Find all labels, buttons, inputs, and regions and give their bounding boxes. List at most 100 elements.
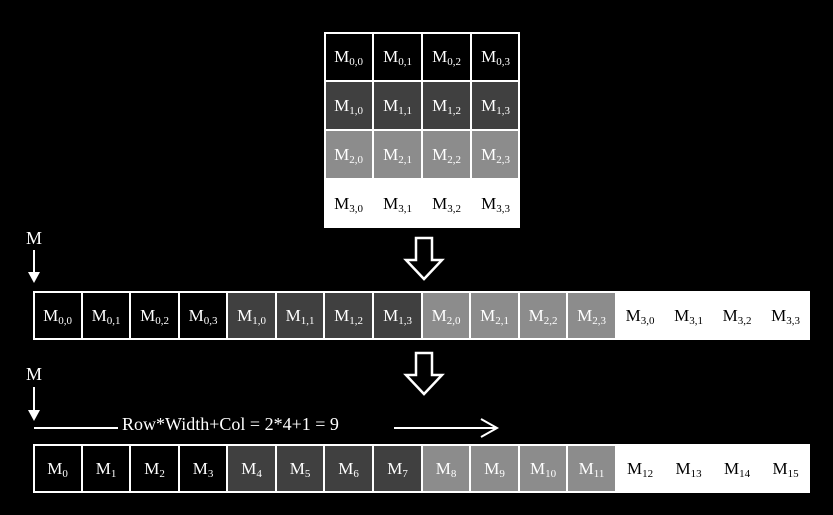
cell-divider (129, 444, 131, 493)
linear-cell-5: M5 (276, 444, 324, 493)
cell-divider (323, 444, 325, 493)
matrix-cell-1-1-label: M1,1 (383, 95, 412, 117)
cell-divider (226, 291, 228, 340)
row-major-cell-8-label: M2,0 (431, 305, 461, 327)
row-major-cell-6: M1,2 (324, 291, 373, 340)
matrix-cell-2-2-label: M2,2 (432, 144, 461, 166)
linear-cell-8: M8 (422, 444, 470, 493)
linear-cell-6: M6 (324, 444, 373, 493)
linear-cell-11-label: M11 (578, 458, 605, 480)
linear-cell-2: M2 (130, 444, 179, 493)
linear-cell-5-label: M5 (289, 458, 311, 480)
pointer-arrow-icon-1 (28, 250, 40, 283)
matrix-cell-3-2: M3,2 (422, 179, 471, 228)
matrix-cell-0-1: M0,1 (373, 32, 422, 81)
cell-divider (129, 291, 131, 340)
matrix-cell-1-3-label: M1,3 (481, 95, 510, 117)
cell-divider (518, 291, 520, 340)
row-major-cell-11-label: M2,3 (577, 305, 606, 327)
row-major-cell-5: M1,1 (276, 291, 324, 340)
matrix-cell-1-0: M1,0 (324, 81, 373, 130)
matrix-cell-2-0-label: M2,0 (334, 144, 363, 166)
linear-cell-12-label: M12 (626, 458, 654, 480)
row-major-cell-10: M2,2 (519, 291, 567, 340)
row-major-cell-4: M1,0 (227, 291, 276, 340)
linear-cell-0: M0 (33, 444, 82, 493)
cell-divider (178, 291, 180, 340)
matrix-cell-0-2-label: M0,2 (432, 46, 461, 68)
linear-cell-8-label: M8 (435, 458, 457, 480)
matrix-cell-0-1-label: M0,1 (383, 46, 412, 68)
row-major-cell-12-label: M3,0 (625, 305, 655, 327)
pointer-label-1: M (26, 228, 43, 248)
matrix-cell-2-3: M2,3 (471, 130, 520, 179)
row-major-cell-12: M3,0 (616, 291, 664, 340)
matrix-cell-1-3: M1,3 (471, 81, 520, 130)
matrix-cell-3-0-label: M3,0 (334, 193, 363, 215)
matrix-cell-0-2: M0,2 (422, 32, 471, 81)
row-major-cell-2-label: M0,2 (140, 305, 169, 327)
matrix-cell-3-3: M3,3 (471, 179, 520, 228)
row-major-cell-3-label: M0,3 (188, 305, 218, 327)
linear-cell-14-label: M14 (723, 458, 751, 480)
linear-cell-9-label: M9 (484, 458, 505, 480)
row-major-cell-7: M1,3 (373, 291, 422, 340)
grid-line-horizontal (324, 129, 520, 131)
cell-divider (566, 291, 568, 340)
linear-cell-3-label: M3 (192, 458, 214, 480)
grid-line-horizontal (324, 178, 520, 180)
row-major-cell-14: M3,2 (713, 291, 761, 340)
row-major-cell-9-label: M2,1 (480, 305, 509, 327)
row-major-cell-13: M3,1 (664, 291, 713, 340)
matrix-cell-2-3-label: M2,3 (481, 144, 510, 166)
linear-cell-0-label: M0 (47, 458, 68, 480)
matrix-cell-2-2: M2,2 (422, 130, 471, 179)
matrix-cell-0-0: M0,0 (324, 32, 373, 81)
grid-line-vertical (470, 32, 472, 228)
matrix-cell-1-2-label: M1,2 (432, 95, 461, 117)
matrix-cell-2-1-label: M2,1 (383, 144, 412, 166)
pointer-arrow-icon-2 (28, 387, 40, 421)
cell-divider (421, 444, 423, 493)
row-major-cell-1-label: M0,1 (91, 305, 121, 327)
matrix-cell-2-1: M2,1 (373, 130, 422, 179)
row-major-cell-4-label: M1,0 (237, 305, 266, 327)
linear-cell-7-label: M7 (387, 458, 408, 480)
cell-divider (323, 291, 325, 340)
cell-divider (469, 291, 471, 340)
linear-cell-10-label: M10 (529, 458, 557, 480)
row-major-cell-5-label: M1,1 (285, 305, 315, 327)
row-major-cell-0: M0,0 (33, 291, 82, 340)
row-major-cell-9: M2,1 (470, 291, 519, 340)
row-major-cell-15-label: M3,3 (771, 305, 800, 327)
matrix-cell-0-0-label: M0,0 (334, 46, 363, 68)
matrix-cell-3-2-label: M3,2 (432, 193, 461, 215)
cell-divider (81, 444, 83, 493)
linear-cell-6-label: M6 (338, 458, 359, 480)
row-major-cell-15: M3,3 (761, 291, 810, 340)
index-formula: Row*Width+Col = 2*4+1 = 9 (122, 414, 339, 434)
linear-cell-10: M10 (519, 444, 567, 493)
row-major-cell-0-label: M0,0 (43, 305, 72, 327)
linear-cell-4: M4 (227, 444, 276, 493)
cell-divider (81, 291, 83, 340)
matrix-cell-0-3: M0,3 (471, 32, 520, 81)
cell-divider (615, 444, 617, 493)
linear-cell-15-label: M15 (772, 458, 799, 480)
cell-divider (518, 444, 520, 493)
linear-cell-3: M3 (179, 444, 227, 493)
row-major-cell-6-label: M1,2 (334, 305, 363, 327)
row-major-cell-1: M0,1 (82, 291, 130, 340)
cell-divider (469, 444, 471, 493)
linear-cell-11: M11 (567, 444, 616, 493)
cell-divider (275, 444, 277, 493)
row-major-cell-11: M2,3 (567, 291, 616, 340)
matrix-cell-3-3-label: M3,3 (481, 193, 510, 215)
row-major-cell-8: M2,0 (422, 291, 470, 340)
row-major-strip: M0,0 M0,1 M0,2 M0,3 M1,0 M1,1 M1,2 M1,3 M2,0 M2,1… (33, 291, 810, 340)
row-major-cell-2: M0,2 (130, 291, 179, 340)
matrix-cell-3-0: M3,0 (324, 179, 373, 228)
row-major-cell-7-label: M1,3 (383, 305, 412, 327)
linear-cell-14: M14 (713, 444, 761, 493)
